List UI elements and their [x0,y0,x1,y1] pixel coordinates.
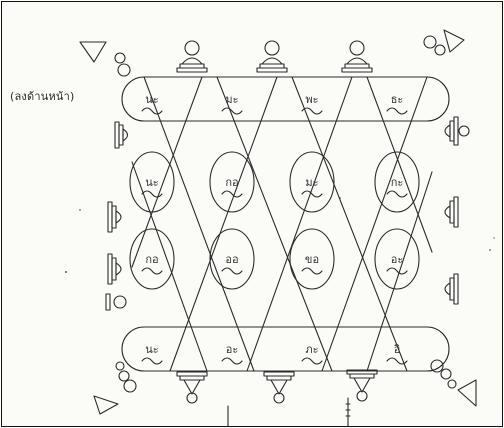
cell-scribble [142,108,162,114]
cell-glyph: นะ [145,176,158,189]
cell-scribble [142,358,162,364]
cell-scribble [222,191,242,197]
cell-scribble [222,268,242,274]
cell-glyph: กะ [391,176,404,189]
triangle-icon [94,396,118,414]
cell-scribble [302,268,322,274]
cell-scribble [387,191,407,197]
cell-scribble [387,268,407,274]
offering-icon [347,370,377,401]
cell-glyph: กอ [145,253,158,266]
offering-icon [445,197,458,227]
triangle-icon [458,380,476,406]
bottom-offerings [177,370,377,403]
cell-scribble [302,358,322,364]
triangle-icon [444,30,464,52]
offering-icon [116,362,136,392]
cell-group: นะมะพะธะนะกอมะกะกอออขออะนะอะภะอิ [130,93,419,364]
cell-glyph: อะ [226,343,239,356]
offering-icon [106,294,126,310]
offering-icon [115,122,128,148]
offering-icon [177,372,207,403]
offering-icon [424,36,445,55]
offering-icon [108,254,121,284]
cell-glyph: มะ [225,93,238,106]
offering-icon [445,274,458,304]
bottom-marks [228,398,350,426]
offering-icon [177,41,207,72]
cell-scribble [222,358,242,364]
cell-glyph: มะ [305,176,318,189]
cell-scribble [142,268,162,274]
top-offerings [177,41,372,72]
cell-glyph: พะ [305,93,318,106]
corner-triangles [80,30,476,414]
offering-icon [108,202,121,232]
cell-glyph: อะ [391,253,404,266]
offering-icon [115,53,130,76]
cell-glyph: ภะ [305,343,318,356]
cell-scribble [222,108,242,114]
offering-icon [445,117,469,145]
left-offerings [106,53,136,392]
cell-scribble [387,108,407,114]
cell-glyph: ขอ [305,253,319,266]
offering-icon [257,41,287,72]
cell-scribble [302,191,322,197]
cell-glyph: นะ [145,93,158,106]
triangle-icon [80,42,106,62]
cell-scribble [387,358,407,364]
cell-glyph: อิ [393,343,400,356]
cell-glyph: กอ [225,176,238,189]
offering-icon [264,372,294,403]
cell-glyph: นะ [145,343,158,356]
offering-icon [342,41,372,72]
cell-glyph: ออ [225,253,238,266]
cell-glyph: ธะ [391,93,404,106]
